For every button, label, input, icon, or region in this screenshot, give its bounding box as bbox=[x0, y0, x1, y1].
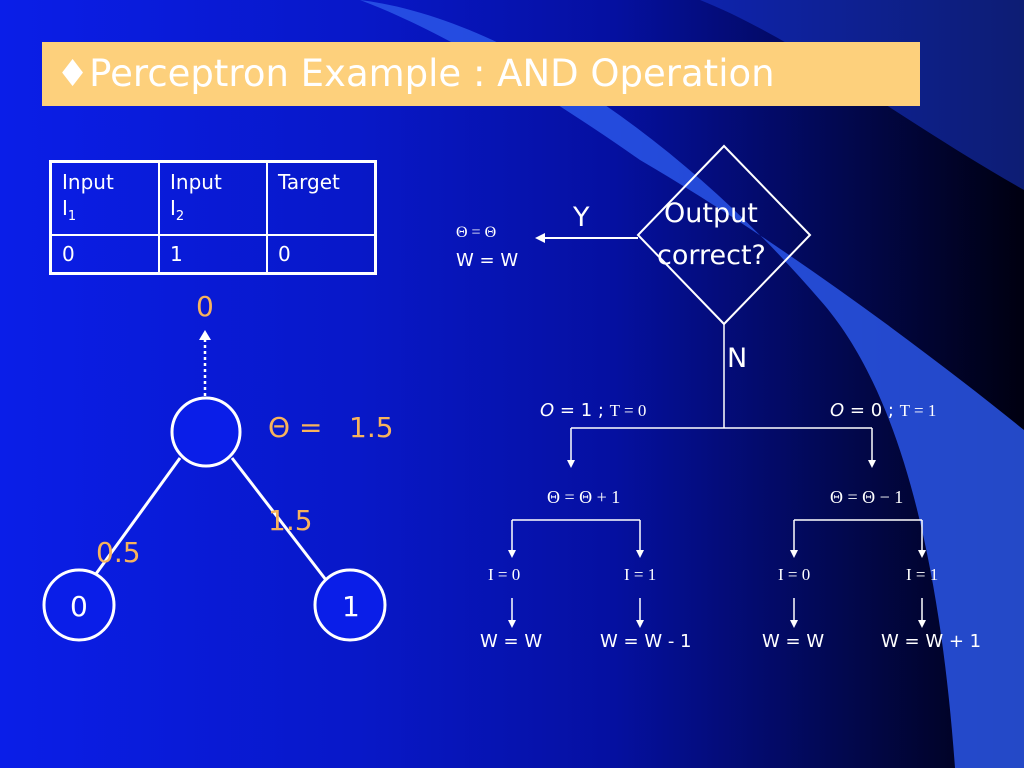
yes-result-w: W = W bbox=[456, 250, 519, 271]
truth-table-row: 0 1 0 bbox=[49, 234, 377, 275]
weight-update-3: W = W bbox=[762, 631, 825, 652]
output-arrowhead bbox=[199, 330, 211, 340]
title-bullet-icon: ♦ bbox=[56, 52, 90, 95]
input-left-value: 0 bbox=[70, 590, 88, 623]
input-condition-4: I = 1 bbox=[906, 565, 939, 584]
weight-update-4: W = W + 1 bbox=[881, 631, 982, 652]
no-label: N bbox=[727, 343, 748, 374]
yes-result-theta: Θ = Θ bbox=[456, 224, 497, 241]
input-condition-1: I = 0 bbox=[488, 565, 521, 584]
theta-update-decrease: Θ = Θ − 1 bbox=[830, 487, 904, 507]
weight-update-1: W = W bbox=[480, 631, 543, 652]
edge-left-input bbox=[91, 457, 182, 579]
branch-right-condition: O = 0 ; T = 1 bbox=[830, 400, 937, 421]
input-node-right bbox=[313, 568, 387, 642]
neuron-node bbox=[170, 396, 242, 468]
input-condition-2: I = 1 bbox=[624, 565, 657, 584]
cell-input-2: 1 bbox=[158, 234, 268, 275]
decision-label-line1: Output bbox=[664, 198, 758, 229]
yes-arrowhead bbox=[535, 233, 545, 243]
weight-update-2: W = W - 1 bbox=[600, 631, 692, 652]
title-bar bbox=[42, 42, 920, 106]
input-node-left bbox=[42, 568, 116, 642]
weight-right-label: 1.5 bbox=[268, 504, 313, 537]
weight-left-label: 0.5 bbox=[96, 536, 141, 569]
input-condition-3: I = 0 bbox=[778, 565, 811, 584]
decision-label-line2: correct? bbox=[657, 240, 766, 271]
slide-title: ♦Perceptron Example : AND Operation bbox=[56, 52, 775, 95]
edge-right-input bbox=[230, 457, 328, 581]
cell-target: 0 bbox=[266, 234, 377, 275]
network-output-value: 0 bbox=[196, 290, 214, 323]
theta-label: Θ = bbox=[268, 411, 323, 444]
yes-label: Y bbox=[573, 202, 590, 233]
input-right-value: 1 bbox=[342, 590, 360, 623]
cell-input-1: 0 bbox=[49, 234, 160, 275]
title-text: Perceptron Example : AND Operation bbox=[89, 52, 775, 95]
header-target: Target bbox=[266, 160, 377, 236]
theta-update-increase: Θ = Θ + 1 bbox=[547, 487, 621, 507]
decision-diamond bbox=[636, 144, 812, 326]
theta-value: 1.5 bbox=[349, 411, 394, 444]
branch-left-condition: O = 1 ; T = 0 bbox=[540, 400, 647, 421]
